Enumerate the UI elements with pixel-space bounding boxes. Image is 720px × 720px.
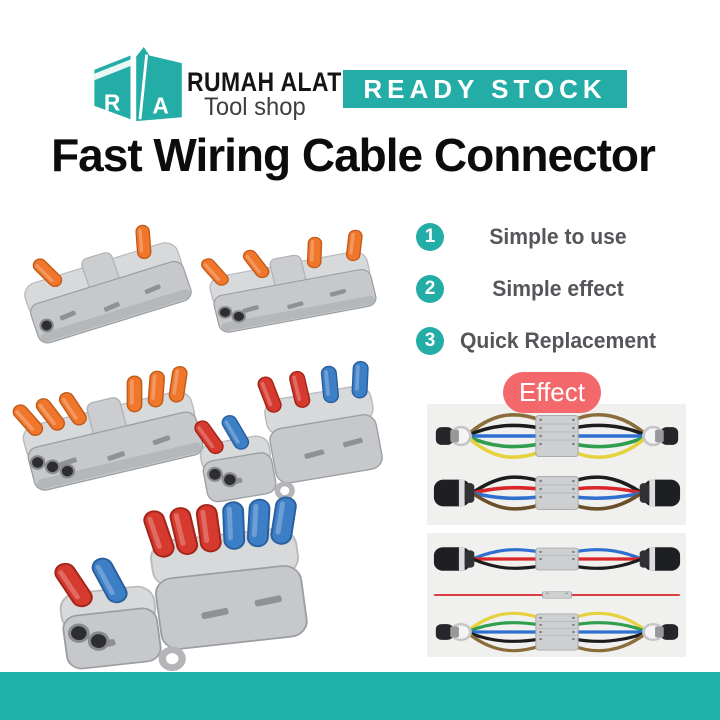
cable-photo-row [432,468,682,518]
feature-label: Simple effect [492,276,624,301]
cable-photo-row [432,584,682,606]
feature-number-badge: 3 [416,327,444,355]
feature-item-1: 1 Simple to use [416,211,672,263]
bottom-accent-bar [0,672,720,720]
brand-name: RUMAH ALAT [187,67,342,97]
feature-number-badge: 2 [416,275,444,303]
product-photo-connector-2-to-4 [186,358,396,513]
cable-photo-row [432,411,682,461]
product-photo-connector-2-to-6 [42,488,327,688]
brand-logo-icon: R A [94,47,182,122]
product-photo-connector-1-to-1 [10,210,200,352]
feature-item-3: 3 Quick Replacement [416,315,672,367]
ready-stock-banner: READY STOCK [343,70,627,108]
effect-badge: Effect [503,372,601,413]
feature-label: Quick Replacement [459,328,657,353]
feature-list: 1 Simple to use 2 Simple effect 3 Quick … [416,211,672,367]
feature-number-badge: 1 [416,223,444,251]
brand-tagline: Tool shop [204,93,306,121]
logo-letter-a: A [152,93,168,119]
page-title: Fast Wiring Cable Connector [51,129,656,181]
cable-photo-row [432,537,682,581]
feature-label: Simple to use [489,224,627,249]
product-photo-connector-3-to-3 [8,352,213,504]
logo-letter-r: R [104,90,120,116]
effect-photo-panel-2 [427,533,686,657]
cable-photo-row [432,610,682,654]
product-photo-connector-2-to-2 [196,216,386,346]
feature-item-2: 2 Simple effect [416,263,672,315]
effect-photo-panel-1 [427,404,686,525]
